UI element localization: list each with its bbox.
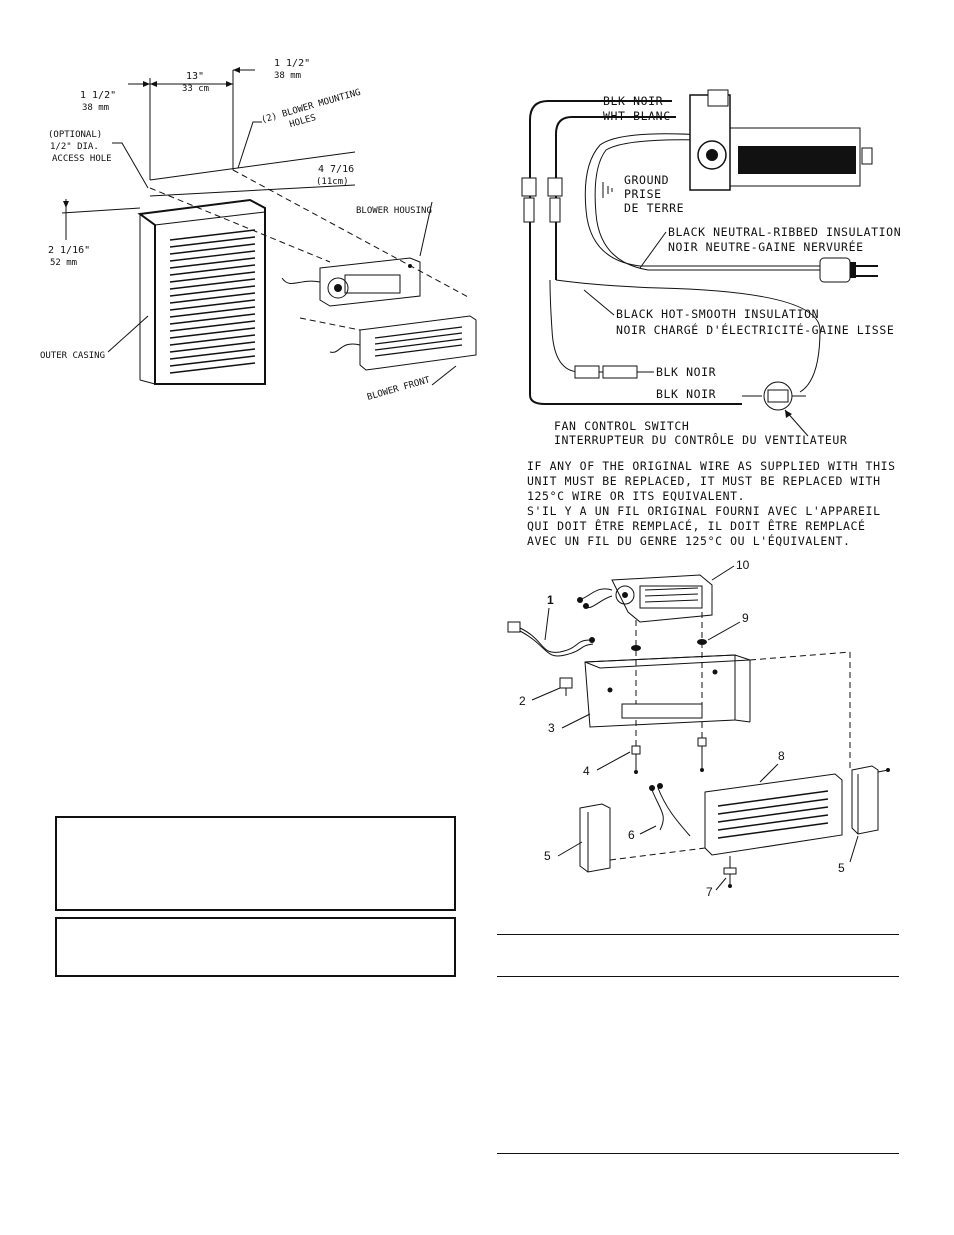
callout-2: 2 — [519, 694, 526, 708]
part-5-end-cap-left — [579, 803, 611, 873]
hot-line1: BLACK HOT-SMOOTH INSULATION — [616, 307, 819, 321]
blower-housing-label: BLOWER HOUSING — [356, 206, 432, 216]
part-2-clip — [559, 677, 573, 696]
neutral-line1: BLACK NEUTRAL-RIBBED INSULATION — [668, 225, 901, 239]
mounting-diagram: 1 1/2" 38 mm 13" 33 cm 1 1/2" 38 mm (OPT… — [40, 58, 477, 403]
part-1-power-cord — [507, 621, 595, 657]
callout-3: 3 — [548, 721, 555, 735]
dim-center-cm-label: 33 cm — [182, 84, 209, 94]
warning-line1: IF ANY OF THE ORIGINAL WIRE AS SUPPLIED … — [527, 459, 896, 473]
parts-diagram: 10 1 9 2 — [507, 558, 890, 899]
optional-hole-line3: ACCESS HOLE — [52, 154, 112, 164]
dim-height-label: 2 1/16" — [48, 245, 90, 256]
neutral-line2: NOIR NEUTRE-GAINE NERVURÉE — [668, 239, 864, 254]
ground-line3: DE TERRE — [624, 201, 684, 215]
parts-table-top-rule — [497, 934, 899, 935]
dim-left-label: 1 1/2" — [80, 90, 116, 101]
power-plug-drawing — [819, 257, 878, 283]
blower-housing-drawing — [281, 257, 421, 307]
dim-right-mm-label: 38 mm — [274, 71, 301, 81]
wire-blk-noir-2: BLK NOIR — [656, 387, 716, 401]
blower-front-label: BLOWER FRONT — [366, 375, 432, 403]
wire-blk-noir-1: BLK NOIR — [656, 365, 716, 379]
ground-line1: GROUND — [624, 173, 669, 187]
callout-9: 9 — [742, 611, 749, 625]
parts-table-bottom-rule — [497, 1153, 899, 1154]
callout-8: 8 — [778, 749, 785, 763]
optional-hole-line1: (OPTIONAL) — [48, 130, 102, 140]
part-5-end-cap-right — [851, 765, 890, 835]
part-7-screw — [723, 856, 737, 888]
warning-line4: S'IL Y A UN FIL ORIGINAL FOURNI AVEC L'A… — [527, 504, 881, 518]
part-3-mounting-plate — [584, 654, 751, 728]
wire-blk-noir-top: BLK NOIR — [603, 94, 663, 108]
fan-control-switch-drawing — [742, 381, 806, 411]
wiring-diagram: BLK NOIR WHT BLANC GROUND PRISE DE TERRE… — [521, 89, 901, 548]
optional-hole-line2: 1/2" DIA. — [50, 142, 99, 152]
dim-height-mm-label: 52 mm — [50, 258, 77, 268]
callout-7: 7 — [706, 885, 713, 899]
blower-motor-drawing — [689, 89, 873, 191]
wire-wht-blanc: WHT BLANC — [603, 109, 671, 123]
fan-switch-line1: FAN CONTROL SWITCH — [554, 419, 689, 433]
ground-line2: PRISE — [624, 187, 662, 201]
callout-4: 4 — [583, 764, 590, 778]
hot-line2: NOIR CHARGÉ D'ÉLECTRICITÉ-GAINE LISSE — [616, 322, 894, 337]
callout-5-right: 5 — [838, 861, 845, 875]
warning-line2: UNIT MUST BE REPLACED, IT MUST BE REPLAC… — [527, 474, 881, 488]
dim-center-label: 13" — [186, 71, 204, 82]
dim-depth-label: 4 7/16 — [318, 164, 354, 175]
outer-casing-drawing — [137, 198, 266, 385]
notice-box-small — [55, 917, 456, 977]
dim-left-mm-label: 38 mm — [82, 103, 109, 113]
callout-6: 6 — [628, 828, 635, 842]
callout-10: 10 — [736, 558, 750, 572]
part-6-wire-harness — [649, 783, 691, 837]
part-4-screws — [631, 737, 707, 774]
notice-box-large — [55, 816, 456, 911]
outer-casing-label: OUTER CASING — [40, 351, 105, 361]
fan-switch-line2: INTERRUPTEUR DU CONTRÔLE DU VENTILATEUR — [554, 432, 847, 447]
part-8-front-grille — [704, 773, 843, 856]
dim-right-label: 1 1/2" — [274, 58, 310, 69]
warning-line3: 125°C WIRE OR ITS EQUIVALENT. — [527, 489, 745, 503]
warning-line6: AVEC UN FIL DU GENRE 125°C OU L'ÉQUIVALE… — [527, 533, 851, 548]
parts-table-header-rule — [497, 976, 899, 977]
part-10-blower — [577, 574, 713, 623]
callout-5-left: 5 — [544, 849, 551, 863]
dim-depth-cm-label: (11cm) — [316, 177, 349, 187]
blower-front-drawing — [329, 315, 477, 371]
callout-1: 1 — [547, 593, 554, 607]
warning-line5: QUI DOIT ÊTRE REMPLACÉ, IL DOIT ÊTRE REM… — [527, 518, 866, 533]
